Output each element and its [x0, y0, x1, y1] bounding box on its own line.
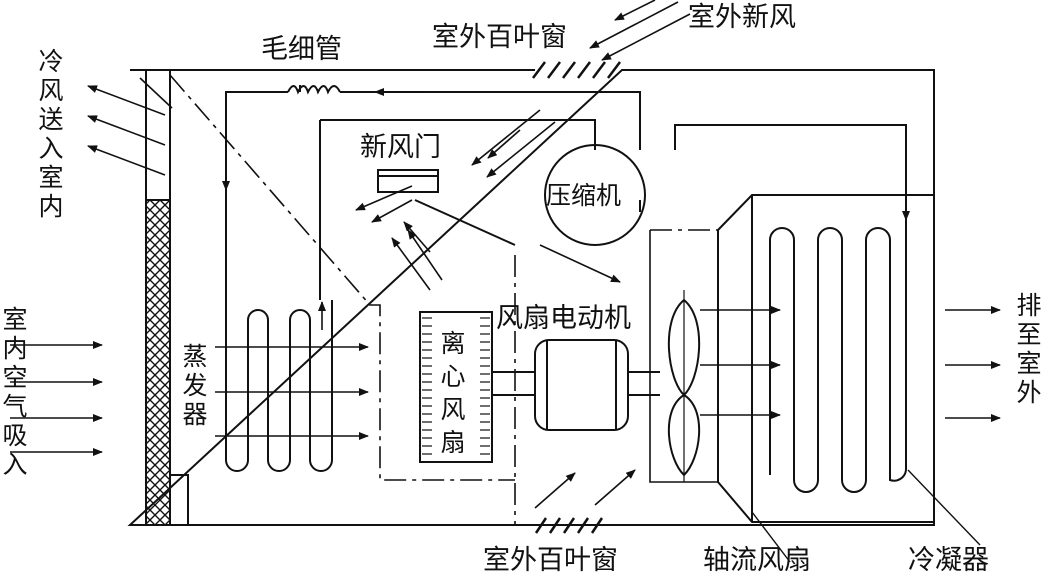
- label-centrifugal-fan: 离心风扇: [440, 329, 466, 457]
- capillary-coil: [287, 85, 341, 95]
- fan-motor-shape: [534, 339, 629, 431]
- casing: [127, 69, 935, 526]
- louver-top-slats: [532, 61, 621, 79]
- partition: [169, 74, 516, 525]
- label-evaporator: 蒸发器: [182, 342, 208, 429]
- air-filter: [145, 199, 171, 526]
- label-cold-air-out: 冷风送入室内: [38, 47, 64, 221]
- label-exhaust-out: 排至室外: [1016, 291, 1042, 407]
- label-fresh-air-door: 新风门: [360, 132, 441, 163]
- evaporator-coil: [225, 300, 333, 472]
- condenser-coil: [769, 227, 907, 493]
- label-compressor: 压缩机: [546, 181, 622, 210]
- label-capillary: 毛细管: [261, 34, 342, 65]
- refrigerant-pipe: [225, 91, 641, 300]
- louver-bottom-slats: [534, 517, 604, 534]
- label-indoor-air-in: 室内空气吸入: [2, 305, 28, 479]
- condenser-body: [717, 194, 935, 523]
- compressor-shape: [544, 144, 646, 246]
- label-fresh-air: 室外新风: [688, 2, 796, 33]
- label-axial-fan: 轴流风扇: [703, 545, 811, 576]
- centrifugal-fan-shape: [419, 311, 493, 463]
- label-louver-bottom: 室外百叶窗: [483, 545, 618, 576]
- motor-shaft: [492, 371, 660, 396]
- label-condenser: 冷凝器: [908, 545, 989, 576]
- airflow-arrows: [10, 0, 1001, 509]
- label-fan-motor: 风扇电动机: [496, 303, 631, 334]
- label-louver-top: 室外百叶窗: [432, 22, 567, 53]
- fresh-air-door: [377, 169, 439, 193]
